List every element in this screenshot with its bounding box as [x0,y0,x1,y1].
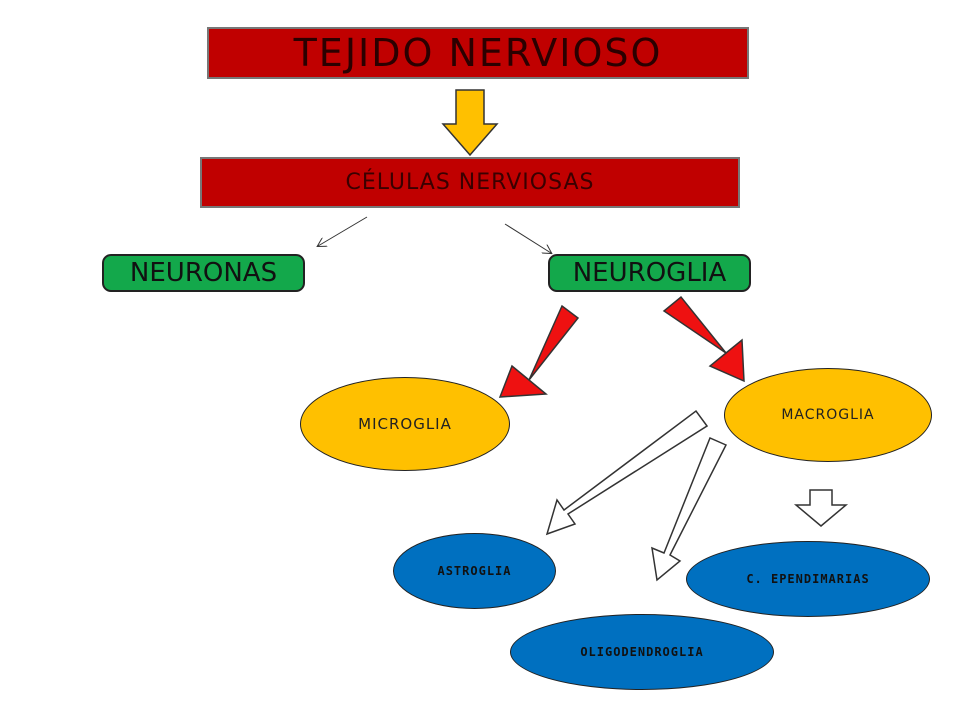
neuronas-label: NEURONAS [129,258,278,288]
macroglia-node: MACROGLIA [724,368,932,462]
astroglia-label: ASTROGLIA [437,564,512,578]
thin-arrow-to-neuronas [318,216,368,246]
title-box: TEJIDO NERVIOSO [207,27,749,79]
oligodendroglia-node: OLIGODENDROGLIA [510,614,774,690]
diagram-title: TEJIDO NERVIOSO [293,31,663,75]
neuroglia-box: NEUROGLIA [548,254,751,292]
ependimarias-label: C. EPENDIMARIAS [746,572,870,586]
neuronas-box: NEURONAS [102,254,305,292]
neuroglia-label: NEUROGLIA [572,258,727,288]
diagram-subtitle: CÉLULAS NERVIOSAS [345,170,595,195]
microglia-node: MICROGLIA [300,377,510,471]
macroglia-label: MACROGLIA [781,407,875,423]
subtitle-box: CÉLULAS NERVIOSAS [200,157,740,208]
yellow-down-arrow [441,89,499,157]
oligodendroglia-label: OLIGODENDROGLIA [580,645,704,659]
red-arrow-to-microglia [498,304,580,398]
thin-arrow-to-neuroglia [504,223,551,253]
microglia-label: MICROGLIA [358,415,452,433]
white-arrow-to-ependimarias [793,489,849,527]
astroglia-node: ASTROGLIA [393,533,556,609]
white-arrow-to-oligodendroglia [651,437,728,582]
ependimarias-node: C. EPENDIMARIAS [686,541,930,617]
white-arrow-to-astroglia [545,409,709,536]
red-arrow-to-macroglia [662,295,745,383]
